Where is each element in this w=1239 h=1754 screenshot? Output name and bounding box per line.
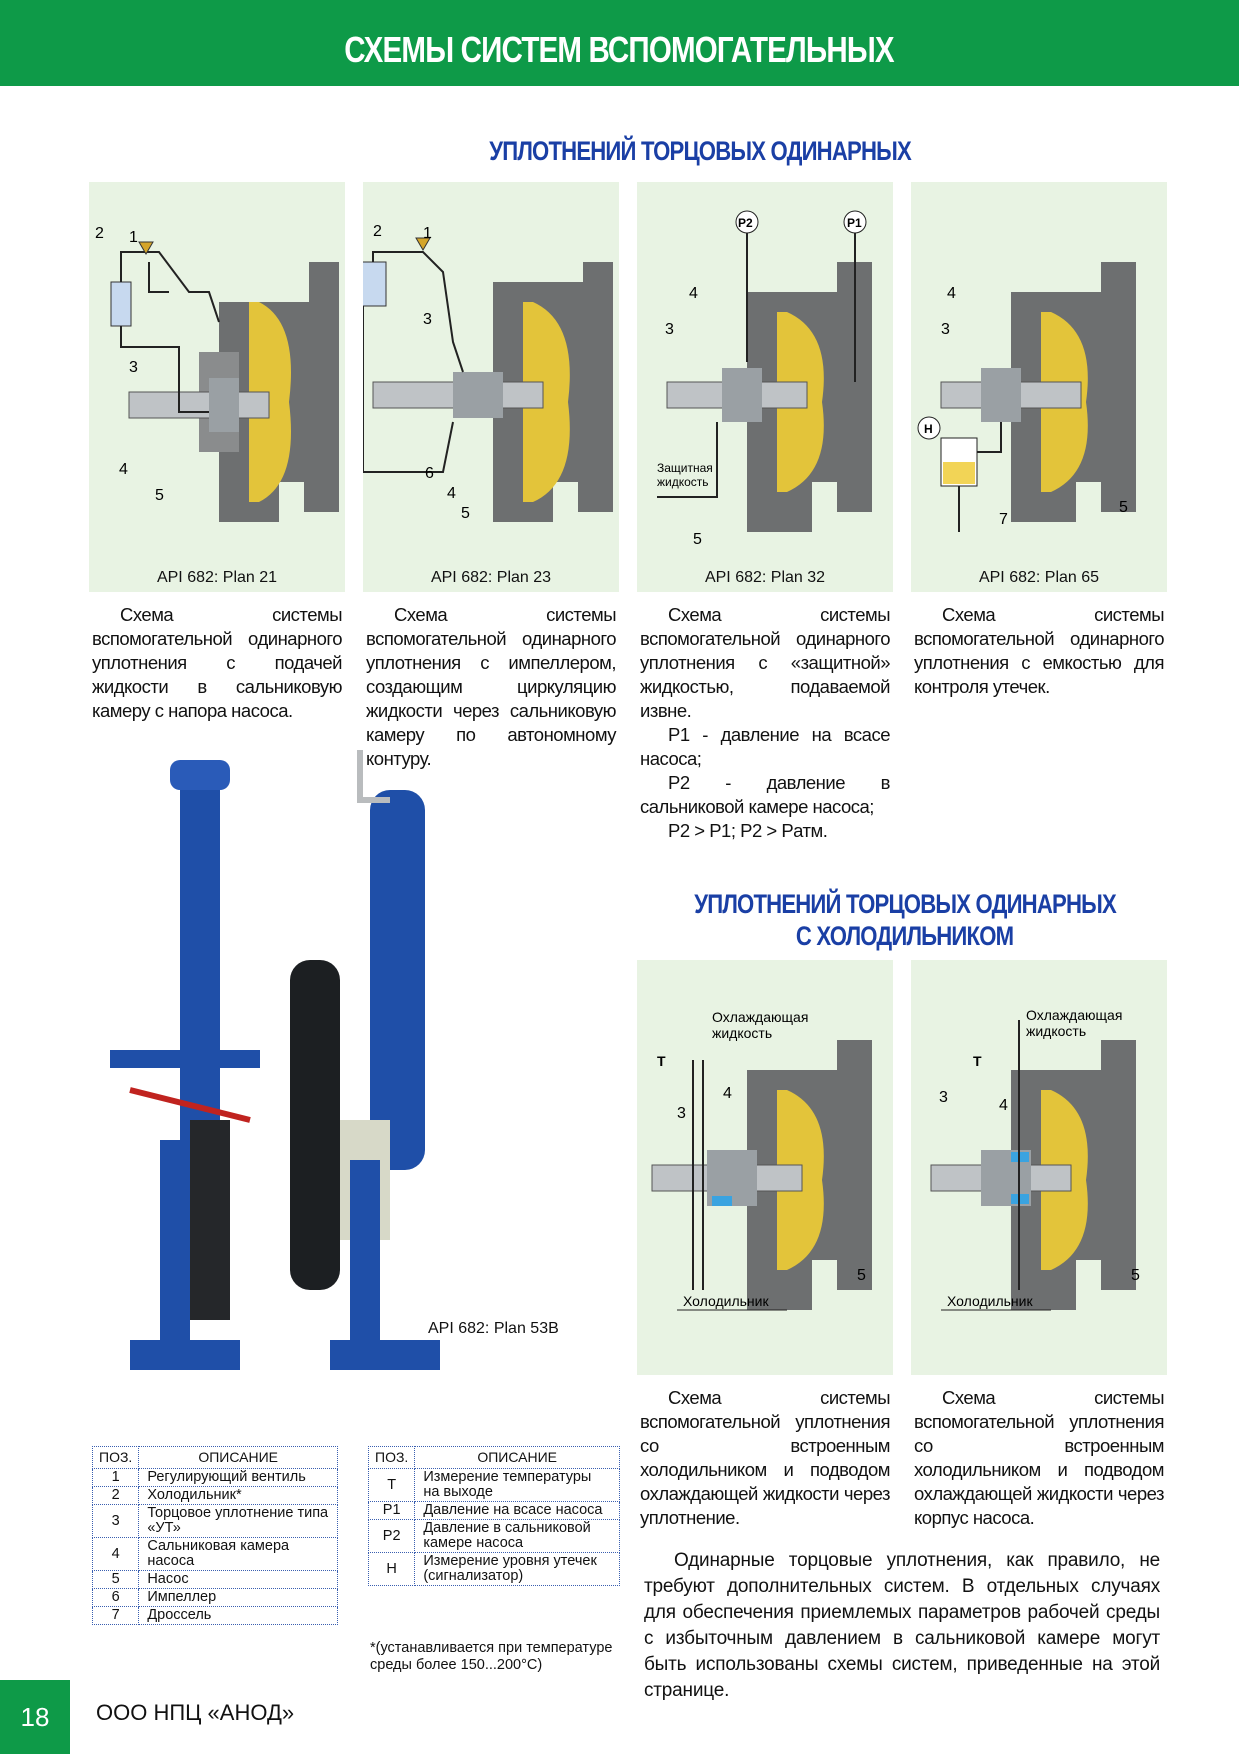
caption-line-p2: P2 - давление в сальниковой камере насос… [640,772,891,817]
svg-text:2: 2 [95,225,104,242]
section-subtitle: УПЛОТНЕНИЙ ТОРЦОВЫХ ОДИНАРНЫХ [489,136,911,166]
coolant-label-1: Охлаждающая [1026,1007,1122,1023]
svg-text:5: 5 [1119,499,1128,516]
svg-text:6: 6 [425,465,434,482]
body-paragraph: Одинарные торцовые уплотнения, как прави… [644,1550,1160,1701]
table-header-row: ПОЗ. ОПИСАНИЕ [367,1446,620,1469]
svg-text:3: 3 [423,311,432,328]
protective-liquid-label-2: жидкость [657,475,709,489]
column-header-desc: ОПИСАНИЕ [138,1446,338,1469]
svg-text:3: 3 [665,321,674,338]
caption-plan-23: Схема системы вспомогательной одинарного… [366,604,617,769]
svg-text:2: 2 [373,223,382,240]
svg-text:4: 4 [689,285,698,302]
pump-seal-diagram: H 4 3 7 5 [917,262,1136,532]
svg-text:3: 3 [129,359,138,376]
pump-seal-diagram: P2 P1 Защитная жидкость 4 3 5 [657,210,872,548]
table-header-row: ПОЗ. ОПИСАНИЕ [91,1446,338,1469]
svg-text:4: 4 [119,461,128,478]
diagram-plan-32: P2 P1 Защитная жидкость 4 3 5 API 682: P… [637,182,893,592]
coolant-label-2: жидкость [712,1025,772,1041]
p1-label: P1 [847,216,862,230]
t-label: T [973,1053,982,1069]
caption-plan-65: Схема системы вспомогательной одинарного… [914,604,1165,697]
page-number: 18 [0,1680,70,1754]
plan-label: API 682: Plan 23 [430,569,552,586]
coolant-label-1: Охлаждающая [712,1009,808,1025]
caption-plan-21: Схема системы вспомогательной одинарного… [92,604,343,721]
protective-liquid-label-1: Защитная [657,461,713,475]
svg-text:4: 4 [947,285,956,302]
svg-text:4: 4 [723,1085,732,1102]
column-header-pos: ПОЗ. [367,1446,416,1469]
cooler-label: Холодильник [683,1293,769,1309]
t-label: T [657,1053,666,1069]
footer-company: ООО НПЦ «АНОД» [96,1700,295,1725]
svg-text:5: 5 [693,531,702,548]
caption-line-inequality: P2 > P1; P2 > Pатм. [668,820,828,841]
diagram-cooler-through-seal: Охлаждающая жидкость T Холодильник 3 4 5 [637,960,893,1375]
caption-line-p1: P1 - давление на всасе насоса; [640,724,891,769]
p2-label: P2 [738,216,753,230]
svg-text:3: 3 [941,321,950,338]
coolant-label-2: жидкость [1026,1023,1086,1039]
section-subtitle-cooler: УПЛОТНЕНИЙ ТОРЦОВЫХ ОДИНАРНЫХ С ХОЛОДИЛЬ… [694,889,1116,951]
diagram-cooler-through-casing: Охлаждающая жидкость T Холодильник 3 4 5 [911,960,1167,1375]
caption-plan-32: Схема системы вспомогательной одинарного… [640,604,891,841]
pump-seal-diagram: 1 2 3 4 5 [95,225,339,522]
svg-text:4: 4 [447,485,456,502]
equipment-photo [90,740,630,1420]
caption-cooler-seal: Схема системы вспомогательной уплотнения… [640,1387,891,1528]
diagram-plan-23: 1 2 3 6 4 5 API 682: Plan 23 [363,182,619,592]
svg-text:1: 1 [423,225,432,242]
caption-cooler-casing: Схема системы вспомогательной уплотнения… [914,1387,1165,1528]
pump-seal-cooler-diagram: Охлаждающая жидкость T Холодильник 3 4 5 [651,1009,872,1311]
diagram-plan-65: H 4 3 7 5 API 682: Plan 65 [911,182,1167,592]
column-header-desc: ОПИСАНИЕ [414,1446,620,1469]
table-footnote: *(устанавливается при температуре среды … [370,1640,613,1673]
svg-text:4: 4 [999,1097,1008,1114]
cooler-label: Холодильник [947,1293,1033,1309]
svg-text:3: 3 [677,1105,686,1122]
column-header-pos: ПОЗ. [91,1446,140,1469]
pump-seal-cooler-diagram: Охлаждающая жидкость T Холодильник 3 4 5 [930,1007,1140,1311]
plan-53b-photo [110,750,440,1370]
svg-text:7: 7 [999,511,1008,528]
diagram-plan-21: 1 2 3 4 5 API 682: Plan 21 [89,182,345,592]
page-banner: СХЕМЫ СИСТЕМ ВСПОМОГАТЕЛЬНЫХ [0,0,1239,86]
plan-label: API 682: Plan 32 [704,569,826,586]
svg-text:5: 5 [461,505,470,522]
photo-label: API 682: Plan 53B [428,1320,559,1337]
svg-text:5: 5 [857,1267,866,1284]
plan-label: API 682: Plan 65 [978,569,1100,586]
pump-seal-diagram: 1 2 3 6 4 5 [363,223,613,522]
svg-text:5: 5 [1131,1267,1140,1284]
svg-text:1: 1 [129,229,138,246]
plan-label: API 682: Plan 21 [156,569,278,586]
h-label: H [924,422,933,436]
page-title: СХЕМЫ СИСТЕМ ВСПОМОГАТЕЛЬНЫХ [344,29,895,70]
svg-text:3: 3 [939,1089,948,1106]
svg-text:5: 5 [155,487,164,504]
